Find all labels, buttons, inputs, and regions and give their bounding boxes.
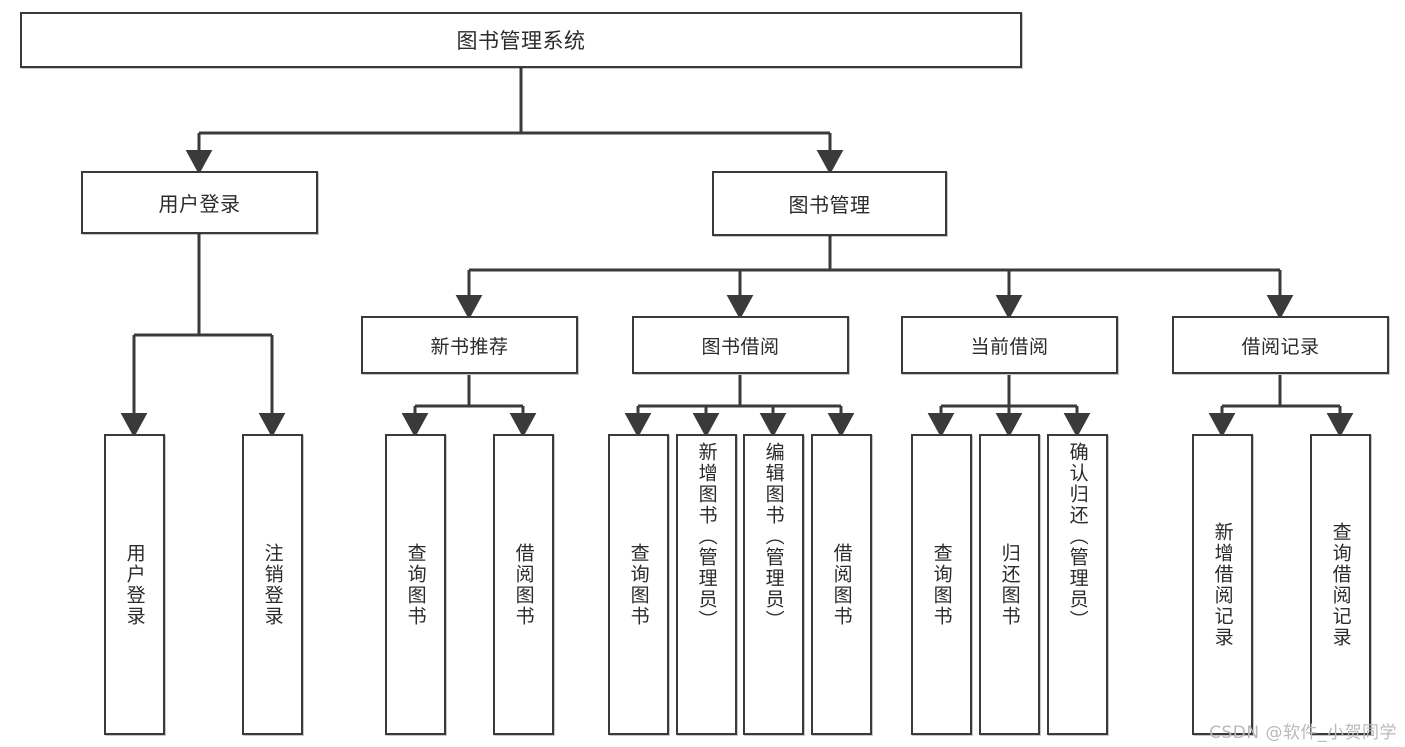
node-leaf-query-record[interactable]: 查询借阅记录 [1310, 434, 1371, 735]
node-leaf-query-book-1[interactable]: 查询图书 [385, 434, 446, 735]
node-leaf-confirm-return[interactable]: 确认归还（管理员） [1047, 434, 1108, 735]
node-leaf-user-logout[interactable]: 注销登录 [242, 434, 303, 735]
node-leaf-add-book[interactable]: 新增图书（管理员） [676, 434, 737, 735]
node-leaf-return-book-label: 归还图书 [998, 542, 1021, 627]
node-leaf-add-record-label: 新增借阅记录 [1211, 521, 1234, 648]
node-root[interactable]: 图书管理系统 [20, 12, 1022, 68]
node-leaf-borrow-book-1[interactable]: 借阅图书 [493, 434, 554, 735]
node-borrow-record[interactable]: 借阅记录 [1172, 316, 1389, 374]
node-leaf-query-book-3[interactable]: 查询图书 [911, 434, 972, 735]
node-book-borrow[interactable]: 图书借阅 [632, 316, 849, 374]
watermark-text: CSDN @软件_小贺同学 [1209, 723, 1397, 743]
node-new-book-recommend[interactable]: 新书推荐 [361, 316, 578, 374]
node-leaf-borrow-book-2[interactable]: 借阅图书 [811, 434, 872, 735]
node-leaf-edit-book[interactable]: 编辑图书（管理员） [743, 434, 804, 735]
node-book-manage-label: 图书管理 [788, 193, 871, 217]
node-user-login[interactable]: 用户登录 [81, 171, 318, 234]
node-leaf-borrow-book-2-label: 借阅图书 [830, 542, 853, 627]
node-root-label: 图书管理系统 [456, 29, 586, 53]
node-leaf-add-book-label: 新增图书（管理员） [695, 442, 718, 631]
node-book-manage[interactable]: 图书管理 [712, 171, 947, 236]
node-leaf-user-logout-label: 注销登录 [261, 542, 284, 627]
node-borrow-record-label: 借阅记录 [1241, 335, 1320, 358]
node-book-borrow-label: 图书借阅 [701, 335, 780, 358]
node-user-login-label: 用户登录 [158, 192, 241, 216]
node-leaf-query-book-2-label: 查询图书 [627, 542, 650, 627]
node-leaf-query-book-3-label: 查询图书 [930, 542, 953, 627]
node-leaf-return-book[interactable]: 归还图书 [979, 434, 1040, 735]
node-leaf-borrow-book-1-label: 借阅图书 [512, 542, 535, 627]
node-leaf-user-login[interactable]: 用户登录 [104, 434, 165, 735]
node-current-borrow-label: 当前借阅 [970, 335, 1049, 358]
node-leaf-query-book-1-label: 查询图书 [404, 542, 427, 627]
node-leaf-query-book-2[interactable]: 查询图书 [608, 434, 669, 735]
node-leaf-query-record-label: 查询借阅记录 [1329, 521, 1352, 648]
node-leaf-user-login-label: 用户登录 [123, 542, 146, 627]
node-leaf-add-record[interactable]: 新增借阅记录 [1192, 434, 1253, 735]
node-leaf-confirm-return-label: 确认归还（管理员） [1066, 442, 1089, 631]
node-current-borrow[interactable]: 当前借阅 [901, 316, 1118, 374]
node-leaf-edit-book-label: 编辑图书（管理员） [762, 442, 785, 631]
node-new-book-recommend-label: 新书推荐 [430, 335, 509, 358]
